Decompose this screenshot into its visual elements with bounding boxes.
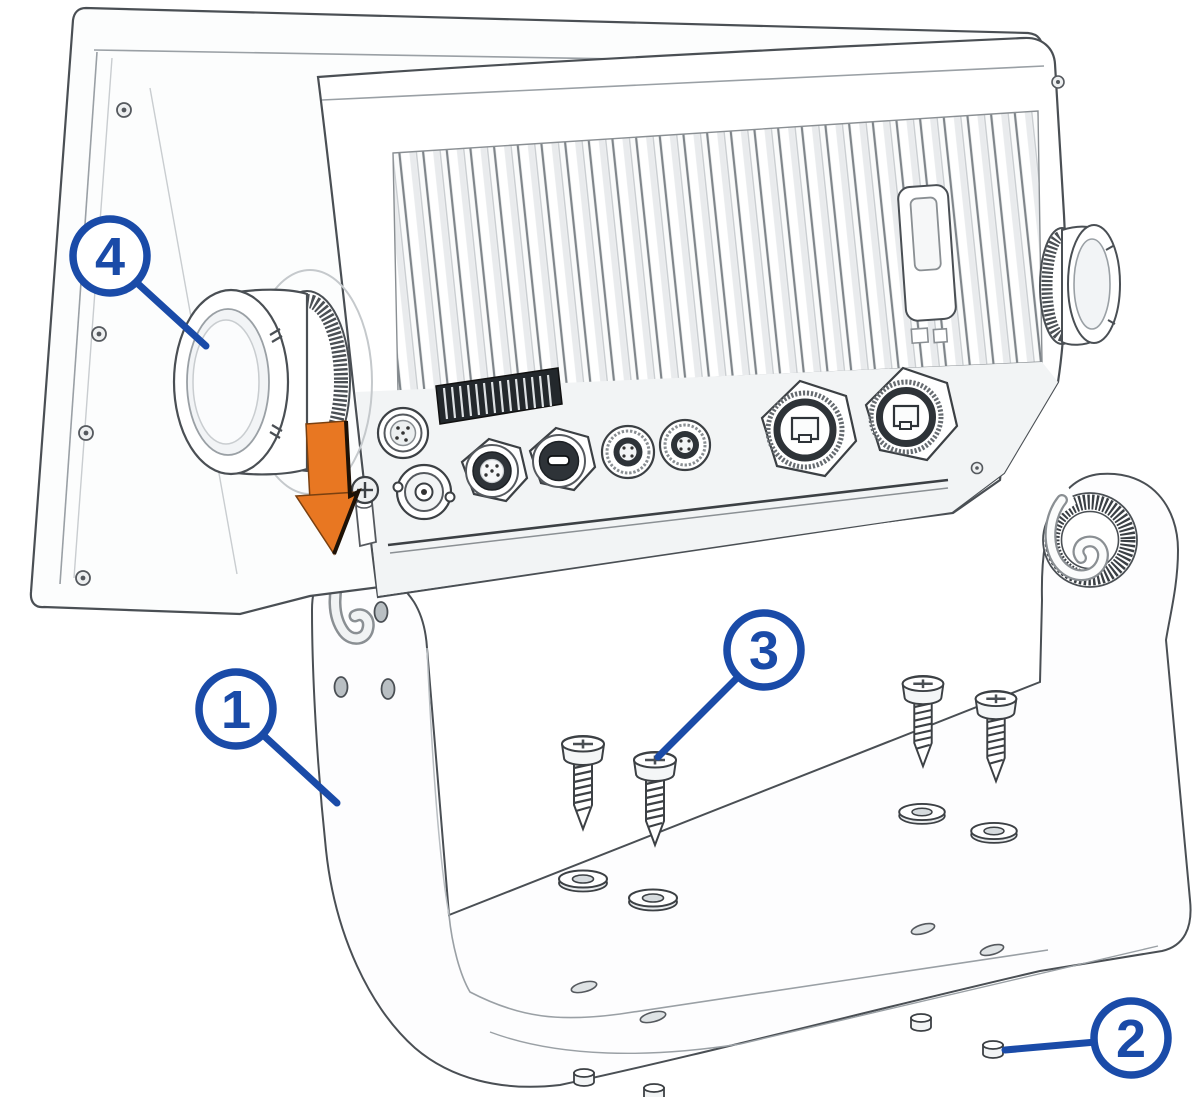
knob-grip-marks-right: [1105, 245, 1116, 325]
callout-2: 2: [1001, 997, 1172, 1079]
network-connector-2: [864, 366, 959, 462]
power-connector: [376, 406, 430, 460]
base-front-crease: [448, 914, 1049, 1019]
callout-3-line: [654, 672, 743, 761]
bracket-arm-holes: [333, 601, 396, 700]
rj45-jack-1: [790, 416, 820, 443]
transducer-connector-1: [600, 424, 656, 480]
washer-4: [970, 821, 1018, 844]
vent-grille: [435, 367, 563, 425]
bracket-body: [310, 472, 1192, 1088]
callout-3: 3: [654, 609, 805, 761]
latch-handle: [897, 184, 957, 345]
callout-2-circle: [1090, 997, 1172, 1079]
base-holes: [570, 922, 1005, 1024]
bracket-ratchet-boss: [1042, 486, 1138, 588]
transducer-connector-2: [658, 418, 712, 472]
housing-top-crease: [321, 65, 1045, 101]
callout-4: 4: [69, 215, 210, 350]
network-connector-1: [760, 379, 858, 478]
callout-1: 1: [195, 668, 341, 807]
washer-3: [898, 802, 946, 825]
callouts: 1 2 3 4: [69, 215, 1172, 1079]
callout-4-circle: [69, 215, 151, 297]
screw-cap-4: [643, 1083, 665, 1097]
callout-1-line: [258, 730, 341, 807]
arrow-shadow-edge: [332, 420, 362, 555]
screw-cap-2: [982, 1040, 1004, 1059]
bnc-connector: [392, 463, 456, 521]
ground-screw: [350, 475, 380, 548]
screw-cap-3: [573, 1068, 595, 1087]
knob-grip-marks: [269, 328, 283, 439]
adjustment-knob-right: [1039, 224, 1121, 346]
bracket-hook-slot: [328, 563, 375, 645]
rj45-jack-2: [892, 404, 920, 430]
chartplotter-device: [29, 6, 1121, 616]
insert-direction-arrow: [294, 420, 362, 556]
screw-cap-1: [910, 1013, 932, 1032]
keyed-connector: [528, 426, 597, 492]
washer-2: [628, 888, 678, 912]
callout-1-circle: [195, 668, 277, 750]
nmea-connector: [460, 437, 529, 503]
bail-mount-bracket: [310, 472, 1192, 1088]
bezel-screw-holes: [75, 102, 132, 586]
connector-row: [350, 366, 959, 548]
callout-3-number: 3: [749, 621, 779, 681]
callout-1-number: 1: [221, 680, 251, 740]
callout-4-number: 4: [95, 227, 125, 287]
callout-4-line: [132, 278, 210, 350]
arm-edge-line: [426, 647, 450, 916]
washer-1: [558, 869, 608, 893]
bezel-left-edge-line-1: [59, 51, 98, 585]
panel-groove-dark: [387, 478, 949, 547]
bezel-left-edge-line-2: [73, 57, 113, 579]
mounting-screw-1: [560, 734, 606, 831]
panel-groove-light: [389, 487, 949, 554]
housing-corner-screws: [970, 75, 1065, 475]
callout-3-circle: [723, 609, 805, 691]
callout-2-line: [1001, 1038, 1100, 1054]
callout-2-number: 2: [1116, 1009, 1146, 1069]
base-bottom-crease: [489, 945, 1159, 1055]
